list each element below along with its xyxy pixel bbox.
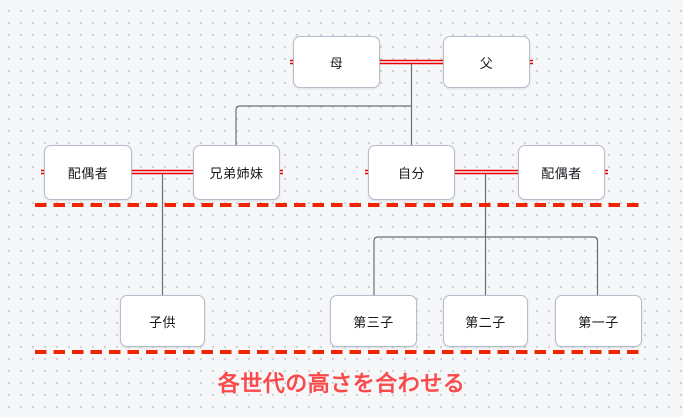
node-father[interactable]: 父 — [443, 36, 530, 88]
edge-rightcouple-children-bus — [373, 236, 599, 295]
edge-parents-to-siblings — [235, 105, 412, 145]
node-child[interactable]: 子供 — [120, 295, 205, 347]
node-second-child[interactable]: 第二子 — [443, 295, 528, 347]
node-first-child[interactable]: 第一子 — [555, 295, 642, 347]
node-siblings[interactable]: 兄弟姉妹 — [193, 145, 280, 200]
node-self[interactable]: 自分 — [368, 145, 455, 200]
node-mother[interactable]: 母 — [293, 36, 380, 88]
node-spouse-right[interactable]: 配偶者 — [518, 145, 605, 200]
node-third-child[interactable]: 第三子 — [330, 295, 417, 347]
node-spouse-left[interactable]: 配偶者 — [44, 145, 132, 200]
caption-text: 各世代の高さを合わせる — [217, 371, 466, 396]
